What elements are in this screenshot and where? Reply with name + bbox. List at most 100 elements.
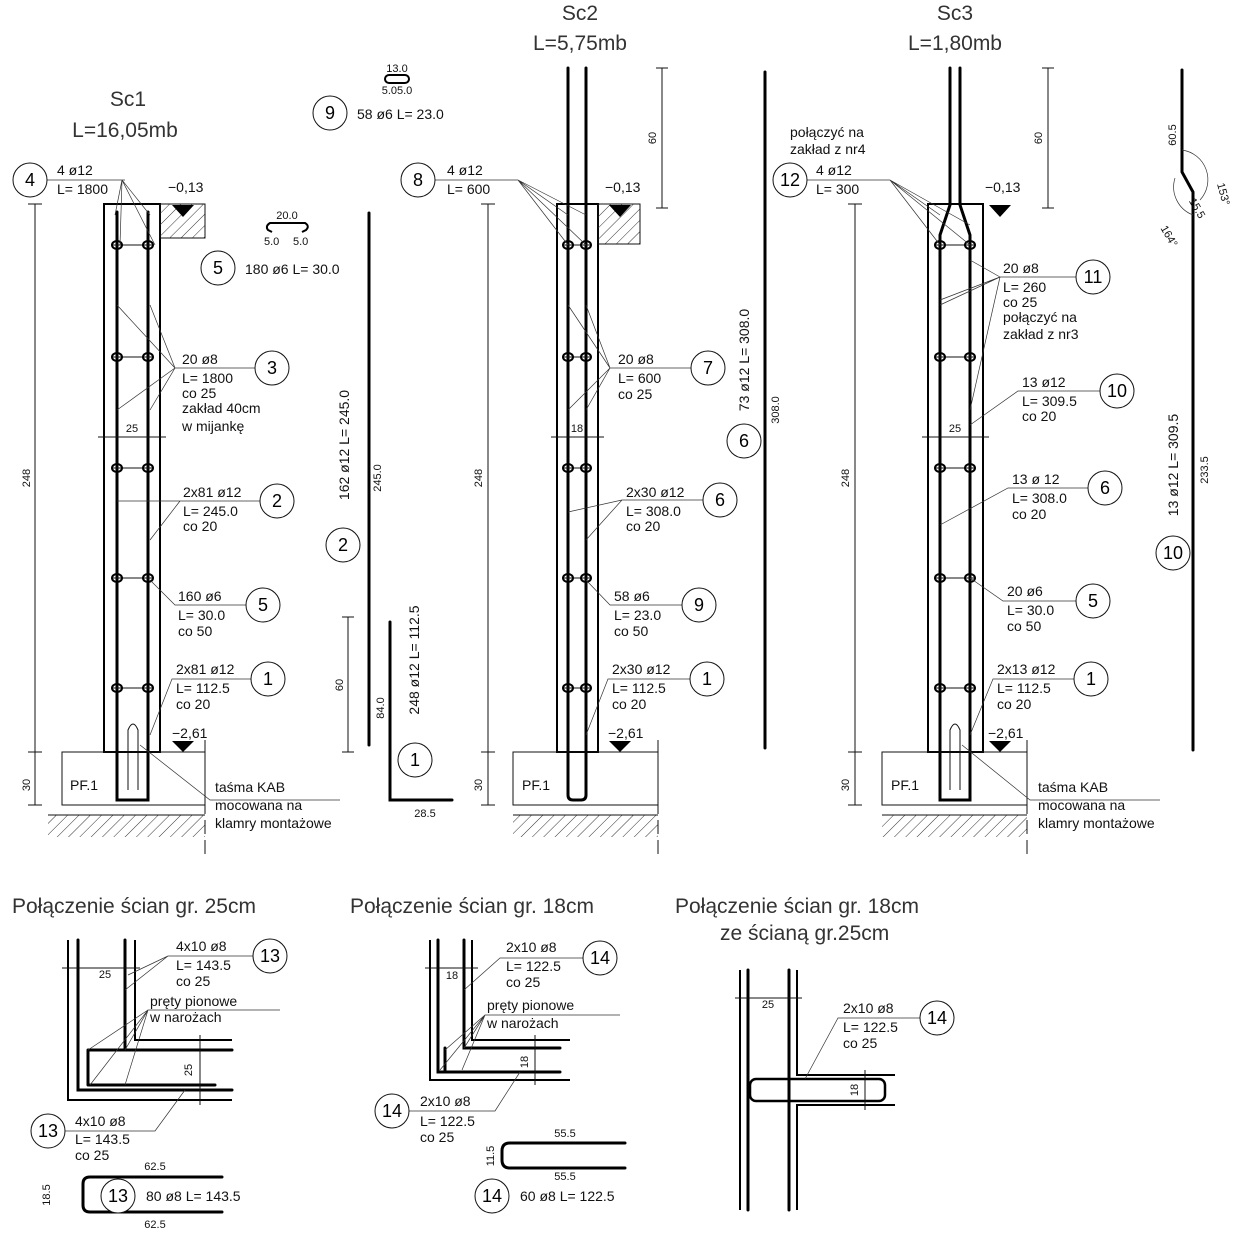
mark-10: 10	[1163, 543, 1183, 563]
mark-2: 2	[338, 535, 348, 555]
callout-text: co 25	[1003, 294, 1037, 310]
dim: 153°	[1214, 182, 1231, 207]
mark-8: 8	[413, 170, 423, 190]
mark-2: 2	[272, 491, 282, 511]
mark-13: 13	[38, 1121, 58, 1141]
mark-6: 6	[715, 490, 725, 510]
sc2-length: L=5,75mb	[533, 32, 627, 55]
dim: 20.0	[276, 210, 297, 222]
callout-text: 2x13 ø12	[997, 661, 1056, 677]
callout-text: co 25	[420, 1129, 454, 1145]
detail-title: ze ścianą gr.25cm	[720, 922, 889, 945]
mark-5: 5	[1088, 591, 1098, 611]
callout-text: 2x81 ø12	[176, 661, 235, 677]
callout-text: 13 ø 12	[1012, 471, 1060, 487]
mark-6: 6	[1100, 478, 1110, 498]
callout-text: zakład 40cm	[182, 400, 261, 416]
callout-text: co 25	[75, 1147, 109, 1163]
dim: 11.5	[485, 1146, 497, 1167]
callout-text: L= 300	[816, 181, 859, 197]
dim: 84.0	[375, 697, 387, 718]
tape-note: mocowana na	[215, 797, 302, 813]
callout-text: L= 23.0	[614, 607, 661, 623]
callout-text: L= 112.5	[612, 680, 666, 696]
tape-note: taśma KAB	[1038, 779, 1108, 795]
callout-text: co 50	[614, 623, 648, 639]
callout-text: 4x10 ø8	[75, 1113, 126, 1129]
callout-text: co 20	[626, 518, 660, 534]
mark-9: 9	[694, 595, 704, 615]
dim: 25	[762, 999, 774, 1011]
dim: 18	[519, 1056, 531, 1068]
mark-1: 1	[410, 750, 420, 770]
sc3-dim-footing: 30	[840, 779, 852, 791]
sc2-level-top: −0,13	[605, 179, 641, 195]
sc2-dim-width: 18	[571, 423, 583, 435]
sc1-footing-label: PF.1	[70, 777, 98, 793]
bar-spec: 248 ø12 L= 112.5	[406, 605, 422, 714]
callout-text: L= 122.5	[843, 1019, 898, 1035]
dim: 5.0	[293, 236, 308, 248]
dim: 15.5	[1186, 196, 1207, 221]
sc1-level-top: −0,13	[168, 179, 204, 195]
dim: 60.5	[1167, 124, 1179, 145]
dim: 233.5	[1199, 456, 1211, 484]
callout-text: L= 600	[447, 181, 490, 197]
callout-text: L= 308.0	[1012, 490, 1067, 506]
callout-text: 4 ø12	[57, 162, 93, 178]
mark-5: 5	[213, 258, 223, 278]
dim: 60	[334, 679, 346, 691]
callout-text: 4 ø12	[816, 162, 852, 178]
callout-text: co 50	[178, 623, 212, 639]
sc2-dim-top: 60	[647, 132, 659, 144]
dim: 28.5	[414, 808, 435, 820]
dim: 5.05.0	[382, 85, 413, 97]
mark-14: 14	[590, 948, 610, 968]
callout-text: 58 ø6	[614, 588, 650, 604]
wall-sc2: Sc2 L=5,75mb 248 30 60 18 −0,13 −2,61 PF…	[400, 2, 738, 855]
mark-5: 5	[258, 595, 268, 615]
bar-spec: 60 ø8 L= 122.5	[520, 1188, 615, 1204]
mark-12: 12	[780, 170, 800, 190]
mark-7: 7	[703, 358, 713, 378]
dim: 5.0	[264, 236, 279, 248]
mark-10: 10	[1107, 381, 1127, 401]
bar-5-shape: 20.0 5.0 5.0 5 180 ø6 L= 30.0	[200, 210, 340, 286]
bar-2-shape: 245.0 2 162 ø12 L= 245.0	[325, 211, 384, 747]
sc3-level-bottom: −2,61	[988, 725, 1024, 741]
mark-4: 4	[25, 170, 35, 190]
dim: 62.5	[144, 1219, 165, 1231]
callout-text: L= 308.0	[626, 503, 681, 519]
callout-text: 13 ø12	[1022, 374, 1066, 390]
callout-text: co 25	[506, 974, 540, 990]
sc3-dim-height: 248	[840, 469, 852, 487]
sc3-dim-width: 25	[949, 423, 961, 435]
bar-6-shape: 308.0 6 73 ø12 L= 308.0	[726, 70, 782, 750]
callout-text: 160 ø6	[178, 588, 222, 604]
bar-9-shape: 13.0 5.05.0 9 58 ø6 L= 23.0	[312, 63, 444, 131]
sc1-dim-footing: 30	[21, 779, 33, 791]
dim: 55.5	[554, 1171, 575, 1183]
callout-text: L= 1800	[182, 370, 233, 386]
callout-text: L= 245.0	[183, 503, 238, 519]
callout-text: L= 1800	[57, 181, 108, 197]
mark-11: 11	[1084, 267, 1103, 287]
mark-13: 13	[108, 1186, 128, 1206]
mark-3: 3	[267, 358, 277, 378]
mark-1: 1	[1086, 669, 1096, 689]
sc2-dim-height: 248	[473, 469, 485, 487]
sc3-footing-label: PF.1	[891, 777, 919, 793]
callout-text: L= 122.5	[506, 958, 561, 974]
callout-text: L= 260	[1003, 279, 1046, 295]
detail-title: Połączenie ścian gr. 25cm	[12, 895, 256, 918]
callout-text: połączyć na	[790, 124, 864, 140]
sc3-dim-top: 60	[1033, 132, 1045, 144]
callout-text: 2x81 ø12	[183, 484, 242, 500]
detail-wall-18: Połączenie ścian gr. 18cm 18 18 14 2x10 …	[350, 895, 627, 1214]
callout-text: L= 112.5	[997, 680, 1051, 696]
note-text: w narożach	[486, 1015, 559, 1031]
bar-spec: 13 ø12 L= 309.5	[1165, 414, 1181, 517]
note-text: pręty pionowe	[150, 993, 237, 1009]
dim: 25	[183, 1064, 195, 1076]
sc1-title: Sc1	[110, 88, 146, 111]
